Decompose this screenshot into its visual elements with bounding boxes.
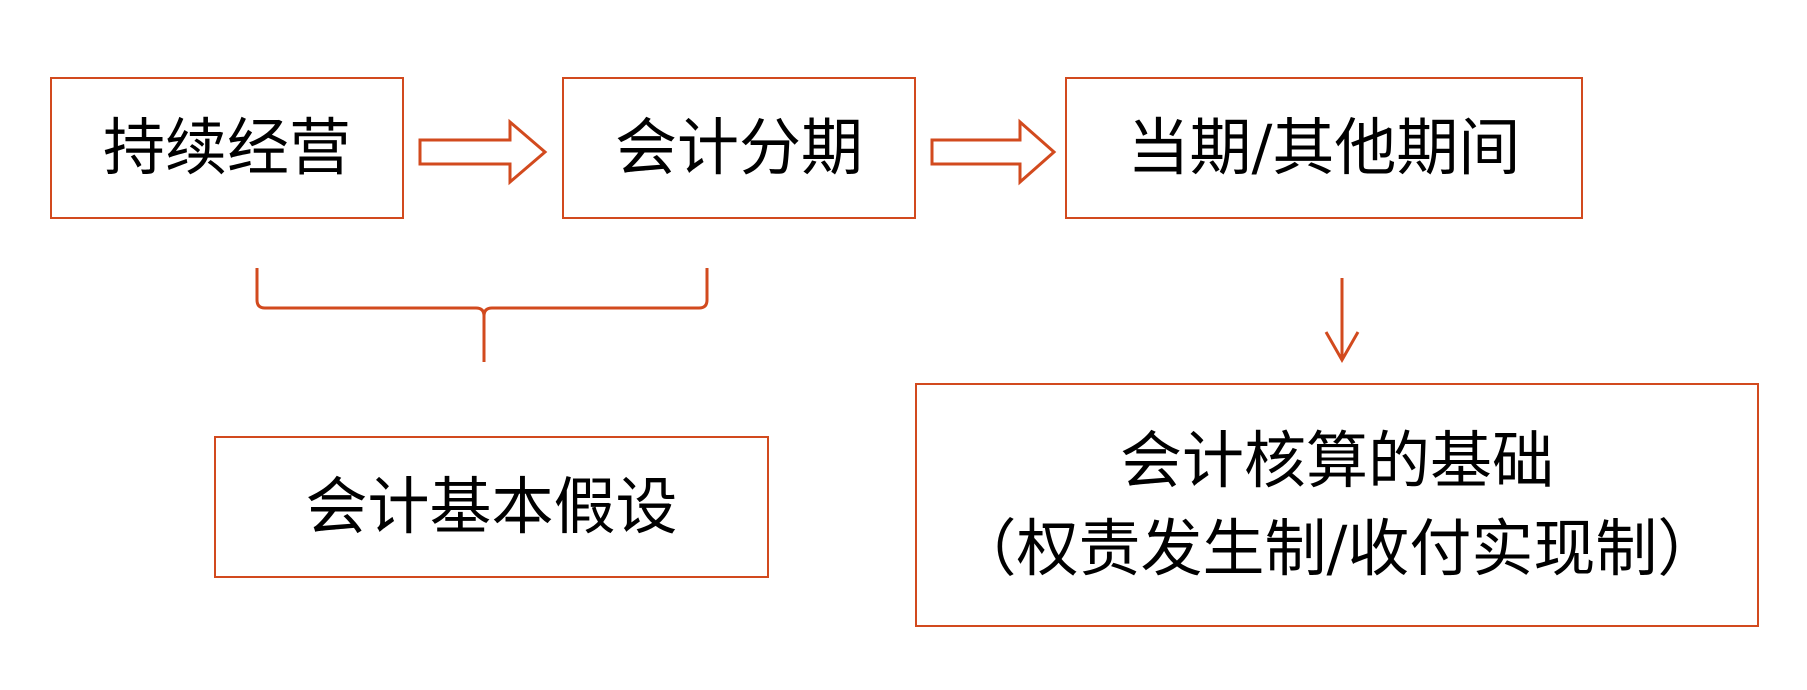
node-current-other-period: 当期/其他期间 [1065,77,1583,219]
node-accounting-basis: 会计核算的基础 （权责发生制/收付实现制） [915,383,1759,627]
arrow-period-to-current [930,118,1057,186]
node-current-other-period-label: 当期/其他期间 [1127,111,1521,184]
node-accounting-period-label: 会计分期 [614,111,863,184]
node-going-concern-label: 持续经营 [102,111,351,184]
node-going-concern: 持续经营 [50,77,404,219]
node-accounting-period: 会计分期 [562,77,916,219]
arrow-going-concern-to-period [418,118,548,186]
node-basic-assumptions-label: 会计基本假设 [305,470,678,543]
brace-assumptions [255,268,709,362]
arrow-current-to-basis-head [1324,331,1360,364]
node-accounting-basis-title: 会计核算的基础 [1119,424,1554,497]
node-accounting-basis-subtitle: （权责发生制/收付实现制） [954,512,1720,585]
node-basic-assumptions: 会计基本假设 [214,436,769,578]
